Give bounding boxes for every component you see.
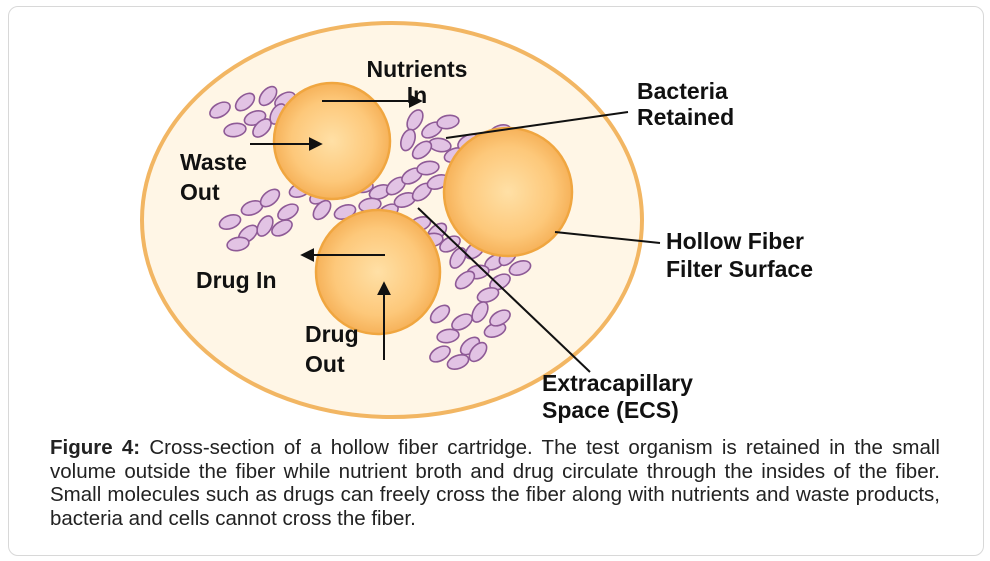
hollow-fiber-right	[444, 128, 572, 256]
nutrients-in-line2: In	[344, 82, 490, 108]
hollow-fiber-line1: Hollow Fiber	[666, 227, 813, 255]
drug-out-line1: Drug	[305, 319, 359, 349]
cartridge-diagram	[0, 0, 990, 430]
ecs-line2: Space (ECS)	[542, 397, 693, 424]
caption-prefix: Figure 4:	[50, 436, 140, 459]
nutrients-in-line1: Nutrients	[344, 56, 490, 82]
hollow-fiber-line2: Filter Surface	[666, 255, 813, 283]
bacteria-retained-label: Bacteria Retained	[637, 78, 734, 130]
hollow-fiber-label: Hollow Fiber Filter Surface	[666, 227, 813, 283]
drug-out-line2: Out	[305, 349, 359, 379]
caption-text: Cross-section of a hollow fiber cartridg…	[50, 436, 940, 530]
nutrients-in-label: Nutrients In	[344, 56, 490, 108]
hollow-fiber-bottom	[316, 210, 440, 334]
waste-out-line2: Out	[180, 177, 247, 207]
figure-caption: Figure 4: Cross-section of a hollow fibe…	[50, 436, 940, 530]
ecs-line1: Extracapillary	[542, 370, 693, 397]
ecs-label: Extracapillary Space (ECS)	[542, 370, 693, 424]
drug-in-label: Drug In	[196, 267, 277, 293]
waste-out-line1: Waste	[180, 147, 247, 177]
bacteria-retained-line2: Retained	[637, 104, 734, 130]
bacteria-retained-line1: Bacteria	[637, 78, 734, 104]
waste-out-label: Waste Out	[180, 147, 247, 207]
drug-out-label: Drug Out	[305, 319, 359, 379]
